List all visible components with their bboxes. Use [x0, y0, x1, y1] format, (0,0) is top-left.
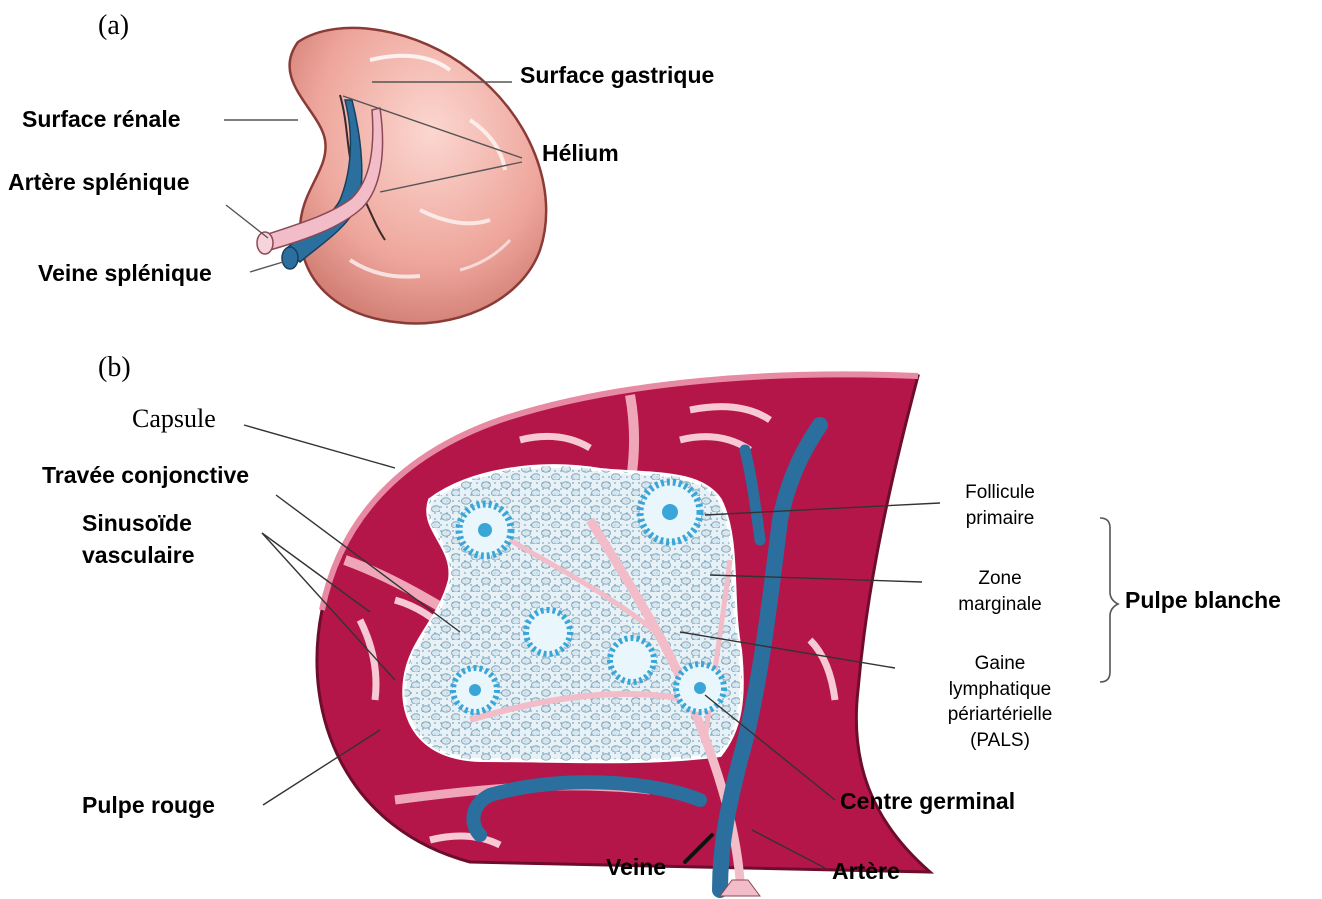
follicle — [526, 610, 570, 654]
label-pulpe-blanche: Pulpe blanche — [1125, 589, 1281, 612]
label-zone-line2: marginale — [930, 592, 1070, 618]
label-helium: Hélium — [542, 142, 619, 165]
section-tissue — [317, 374, 930, 896]
label-travee: Travée conjonctive — [42, 464, 249, 487]
label-zone-marginale: Zone marginale — [930, 566, 1070, 617]
label-artere-splenique: Artère splénique — [8, 171, 190, 194]
label-follicule: Follicule primaire — [930, 480, 1070, 531]
label-sinusoide-line2: vasculaire — [82, 544, 195, 567]
label-gaine-pals: Gaine lymphatique périartérielle (PALS) — [925, 651, 1075, 754]
label-zone-line1: Zone — [930, 566, 1070, 592]
label-surface-gastrique: Surface gastrique — [520, 64, 714, 87]
label-centre-germinal: Centre germinal — [840, 790, 1015, 813]
follicle — [640, 482, 700, 542]
follicle — [459, 504, 511, 556]
label-gaine-line4: (PALS) — [925, 728, 1075, 754]
label-veine: Veine — [606, 856, 666, 879]
label-follicule-line2: primaire — [930, 506, 1070, 532]
label-gaine-line1: Gaine — [925, 651, 1075, 677]
follicle — [610, 638, 654, 682]
panel-a-letter: (a) — [98, 12, 129, 40]
label-follicule-line1: Follicule — [930, 480, 1070, 506]
label-pulpe-rouge: Pulpe rouge — [82, 794, 215, 817]
label-gaine-line3: périartérielle — [925, 702, 1075, 728]
label-sinusoide-line1: Sinusoïde — [82, 512, 192, 535]
label-gaine-line2: lymphatique — [925, 677, 1075, 703]
pulpe-blanche-bracket — [1100, 518, 1118, 682]
follicle — [453, 668, 497, 712]
label-capsule: Capsule — [132, 406, 216, 432]
label-veine-splenique: Veine splénique — [38, 262, 212, 285]
spleen-organ — [290, 28, 547, 324]
panel-b-letter: (b) — [98, 354, 131, 382]
label-surface-renale: Surface rénale — [22, 108, 181, 131]
label-artere: Artère — [832, 860, 900, 883]
